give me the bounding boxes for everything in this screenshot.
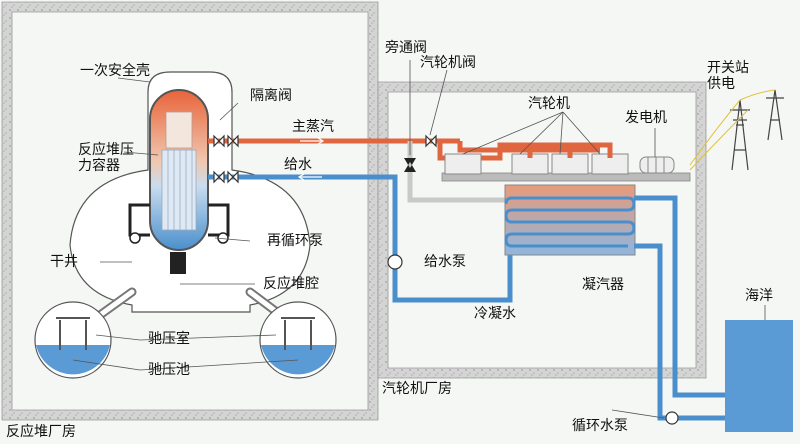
transmission-towers [689, 89, 784, 171]
reactor-pressure-vessel [149, 89, 209, 274]
turbine-label: 汽轮机 [528, 96, 570, 112]
reactor-building-wall [1, 1, 379, 421]
recirculation-pump-label: 再循环泵 [267, 233, 323, 249]
cooling-water-label: 冷凝水 [474, 306, 516, 322]
turbine-valve-label: 汽轮机阀 [420, 55, 476, 71]
feed-pump-symbol [387, 254, 403, 270]
feed-water-pipe [208, 174, 513, 303]
turbine-building-wall [377, 81, 707, 379]
suppression-chamber-right [259, 301, 337, 379]
circulating-pump-label: 循环水泵 [572, 418, 628, 434]
isolation-valves [213, 134, 239, 184]
feed-pump-label: 给水泵 [424, 254, 466, 270]
crossover-pipes [481, 142, 613, 161]
recirculation-loops [128, 203, 230, 237]
generator [639, 156, 675, 174]
main-steam-pipe [208, 138, 460, 161]
recirc-pump-left [129, 232, 141, 244]
sea-label: 海洋 [745, 288, 773, 304]
hp-turbine [444, 153, 482, 175]
condenser-label: 凝汽器 [582, 277, 624, 293]
switchyard-label: 开关站供电 [707, 60, 749, 92]
bypass-valve [404, 158, 416, 172]
isolation-valve-label: 隔离阀 [250, 88, 292, 104]
suppression-chamber-label: 驰压室 [148, 331, 190, 347]
suppression-chamber-left [34, 301, 112, 379]
feed-water-label: 给水 [284, 157, 312, 173]
circulating-pump-symbol [665, 411, 679, 425]
reactor-building-label: 反应堆厂房 [6, 424, 76, 440]
suppression-pool-label: 驰压池 [148, 362, 190, 378]
turbine-valve [425, 134, 437, 148]
cooling-water-out [634, 195, 730, 398]
condenser [504, 184, 636, 256]
turbine-building-label: 汽轮机厂房 [382, 381, 452, 397]
reactor-cavity-label: 反应堆腔 [263, 276, 319, 292]
containment-label: 一次安全壳 [80, 63, 150, 79]
main-steam-label: 主蒸汽 [292, 119, 334, 135]
pressure-vessel-label: 反应堆压力容器 [78, 142, 134, 174]
drywell-label: 干井 [50, 254, 78, 270]
generator-label: 发电机 [625, 110, 667, 126]
cooling-water-in [634, 243, 730, 421]
bypass-valve-label: 旁通阀 [385, 40, 427, 56]
sea-body [725, 320, 793, 432]
